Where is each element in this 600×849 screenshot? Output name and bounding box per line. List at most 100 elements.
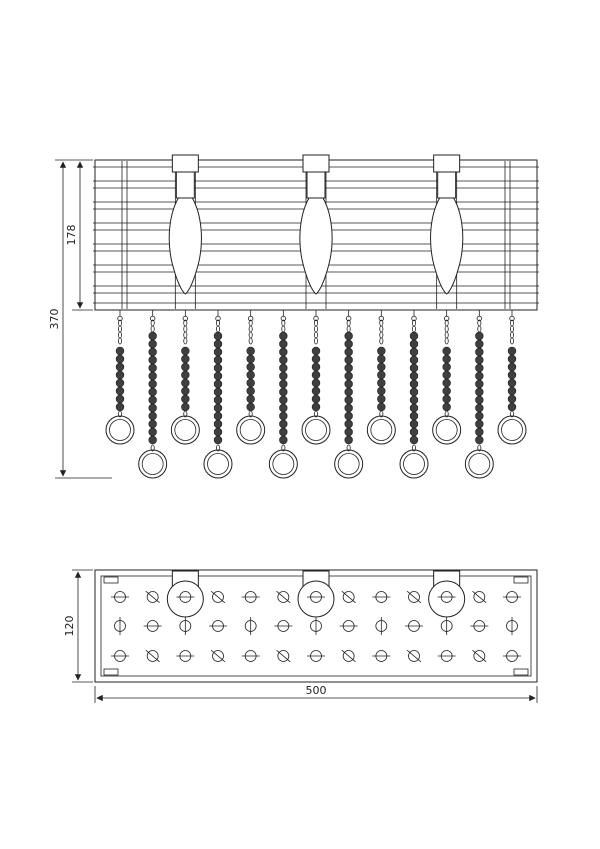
- bead: [507, 378, 517, 388]
- bead: [507, 362, 517, 372]
- bead: [213, 379, 223, 389]
- chain-link: [444, 325, 449, 333]
- bead: [213, 411, 223, 421]
- dimension-frame-height: 178: [65, 161, 93, 311]
- bead: [246, 370, 255, 380]
- hook-loop: [215, 315, 221, 322]
- bead: [115, 394, 125, 404]
- bead: [507, 370, 517, 380]
- bead: [148, 331, 157, 341]
- bead-strand: [366, 310, 396, 445]
- bead: [344, 379, 353, 389]
- chain-link: [248, 325, 253, 333]
- ring-inner: [403, 453, 425, 475]
- chain-link: [477, 444, 482, 452]
- dimension-total-height: 370: [48, 159, 112, 479]
- screw: [274, 620, 293, 632]
- bead: [181, 346, 190, 356]
- screw: [372, 591, 391, 603]
- ring-outer: [334, 449, 364, 479]
- chain-link: [509, 325, 514, 333]
- plan-details: [103, 570, 529, 676]
- bead: [409, 339, 419, 349]
- bead: [246, 362, 255, 372]
- bead: [181, 394, 190, 404]
- bead: [181, 386, 190, 396]
- bead: [377, 346, 386, 356]
- bead: [148, 355, 157, 365]
- bead: [148, 435, 157, 445]
- ring-outer: [268, 449, 298, 479]
- chain-link: [150, 325, 155, 333]
- socket-body: [306, 171, 326, 199]
- bulb: [299, 197, 333, 295]
- screw: [341, 649, 356, 663]
- bead: [148, 339, 157, 349]
- bead: [507, 346, 517, 356]
- dimension-width: 500: [94, 684, 538, 703]
- screw-slot: [276, 590, 291, 604]
- bead: [344, 355, 353, 365]
- mount-tab: [513, 668, 529, 676]
- bead: [344, 363, 353, 373]
- chain-link: [379, 410, 384, 418]
- screw: [241, 650, 260, 662]
- bead: [279, 403, 288, 413]
- bead: [279, 331, 288, 341]
- ring-outer: [170, 415, 200, 445]
- bead: [377, 394, 386, 404]
- bead: [409, 331, 419, 341]
- chain-link: [248, 410, 253, 418]
- chain-link: [150, 444, 155, 452]
- ring-inner: [239, 419, 262, 441]
- bead: [442, 354, 451, 364]
- hook-loop: [117, 315, 123, 322]
- bead: [344, 435, 353, 445]
- screw: [440, 617, 453, 635]
- bead: [475, 347, 484, 357]
- dim-label-frame-height: 178: [65, 225, 78, 246]
- bead: [148, 427, 157, 437]
- chain-link: [183, 410, 188, 418]
- hook-loop: [247, 315, 254, 322]
- screw-slot: [406, 649, 422, 663]
- chain-link: [183, 325, 188, 333]
- bead: [148, 387, 157, 397]
- bead: [181, 402, 190, 412]
- ring-outer: [236, 415, 266, 445]
- bead: [442, 402, 451, 412]
- bead: [442, 346, 451, 356]
- bead: [344, 403, 353, 413]
- ring-inner: [174, 419, 197, 441]
- chain-link: [346, 325, 351, 333]
- chain-link: [444, 410, 449, 418]
- chain-link: [509, 410, 514, 418]
- ring-inner: [468, 453, 491, 475]
- screw: [470, 620, 489, 632]
- screw-slot: [145, 649, 160, 663]
- plan-outline: [94, 569, 538, 683]
- screw: [372, 650, 391, 662]
- bead: [213, 355, 223, 365]
- bead: [311, 370, 321, 380]
- bead-strands: [105, 310, 527, 479]
- bead: [213, 387, 223, 397]
- mount-tab: [103, 576, 119, 584]
- screw: [437, 650, 456, 662]
- bead-strand: [203, 310, 233, 479]
- bead: [279, 387, 288, 397]
- chain-link: [509, 337, 514, 345]
- dim-label-total-height: 370: [48, 309, 61, 330]
- bead: [377, 402, 386, 412]
- hook-loop: [476, 315, 483, 322]
- screw-slot: [210, 590, 226, 604]
- screw: [503, 650, 521, 662]
- ring-inner: [435, 419, 458, 441]
- ring-inner: [337, 453, 360, 475]
- bead: [246, 386, 255, 396]
- screw: [179, 617, 192, 635]
- socket-body: [437, 171, 457, 199]
- screw-slot: [472, 590, 487, 604]
- hook-loop: [509, 315, 515, 322]
